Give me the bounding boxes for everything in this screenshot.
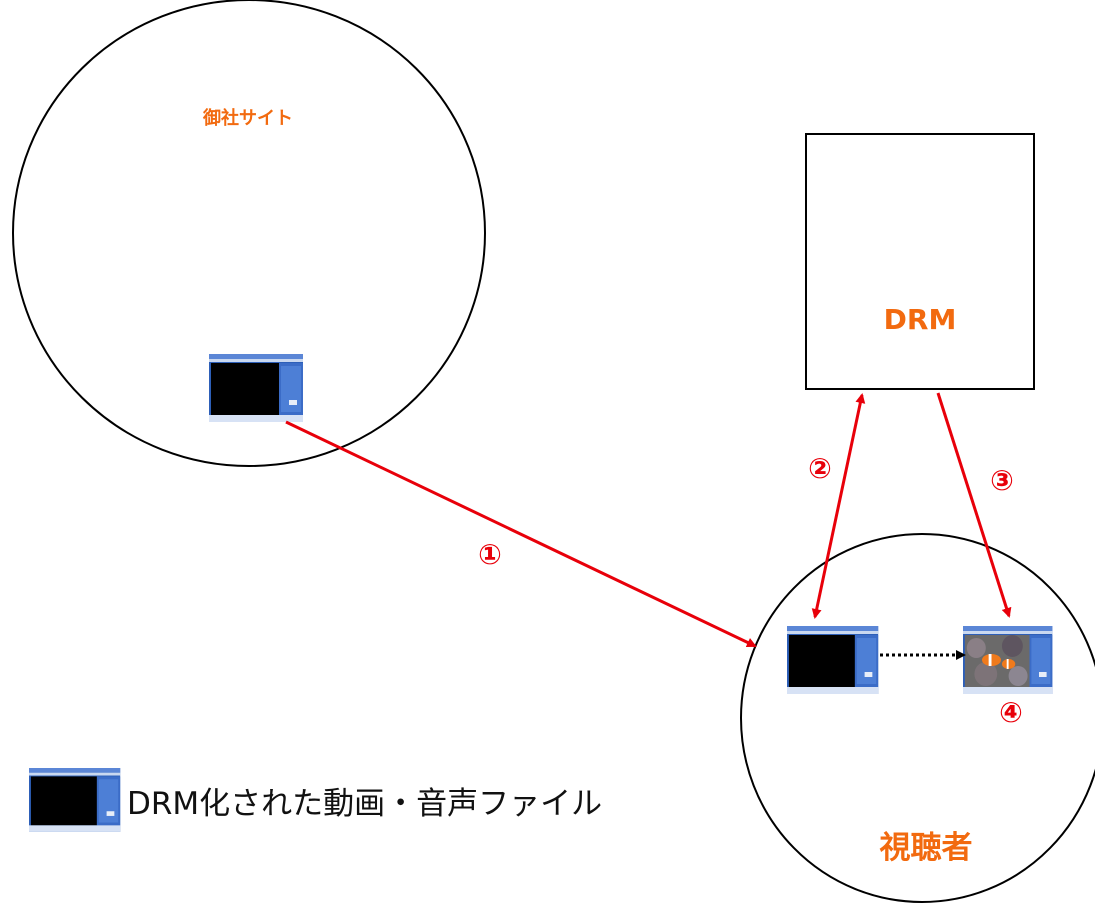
viewer-label: 視聴者 — [880, 830, 973, 866]
viewer-circle — [740, 533, 1095, 903]
drm-label: DRM — [884, 303, 957, 336]
arrow-step-1 — [285, 420, 757, 648]
step-4-label: ④ — [999, 696, 1023, 729]
step-3-label: ③ — [990, 464, 1014, 497]
legend-label: DRM化された動画・音声ファイル — [127, 786, 602, 822]
step-2-label: ② — [808, 452, 832, 485]
arrow-step-2 — [811, 393, 866, 619]
step-1-label: ① — [478, 538, 502, 571]
drm-box — [805, 133, 1035, 390]
legend-drm-file-icon — [29, 768, 121, 832]
viewer-drm-file-icon — [787, 626, 879, 694]
site-drm-file-icon — [209, 354, 303, 422]
site-circle — [12, 0, 486, 467]
viewer-decrypted-file-icon — [963, 626, 1053, 694]
site-label: 御社サイト — [202, 107, 293, 129]
arrow-step-3 — [936, 392, 1012, 618]
